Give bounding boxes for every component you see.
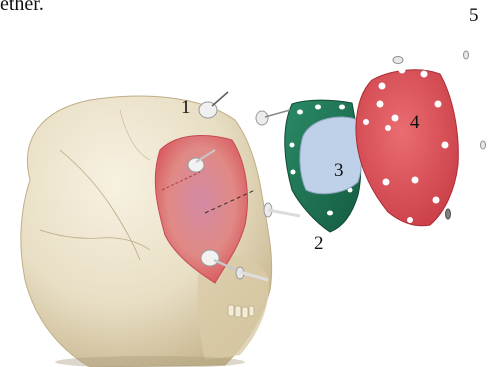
screw-icon — [264, 203, 300, 217]
callout-label-1: 1 — [181, 98, 191, 117]
callout-label-4: 4 — [410, 113, 420, 132]
screw-icon — [481, 141, 486, 149]
callout-label-2: 2 — [314, 234, 324, 253]
callout-label-3: 3 — [334, 161, 344, 180]
screw-icon — [256, 110, 290, 125]
caption-text: ether. — [0, 0, 44, 14]
screw-icon — [393, 57, 403, 64]
screw-icon — [446, 209, 451, 219]
callout-label-5: 5 — [469, 6, 479, 25]
red-implant-layer — [356, 67, 458, 226]
teeth — [228, 305, 254, 318]
screw-icon — [464, 51, 469, 59]
blue-insert-layer — [300, 117, 362, 194]
